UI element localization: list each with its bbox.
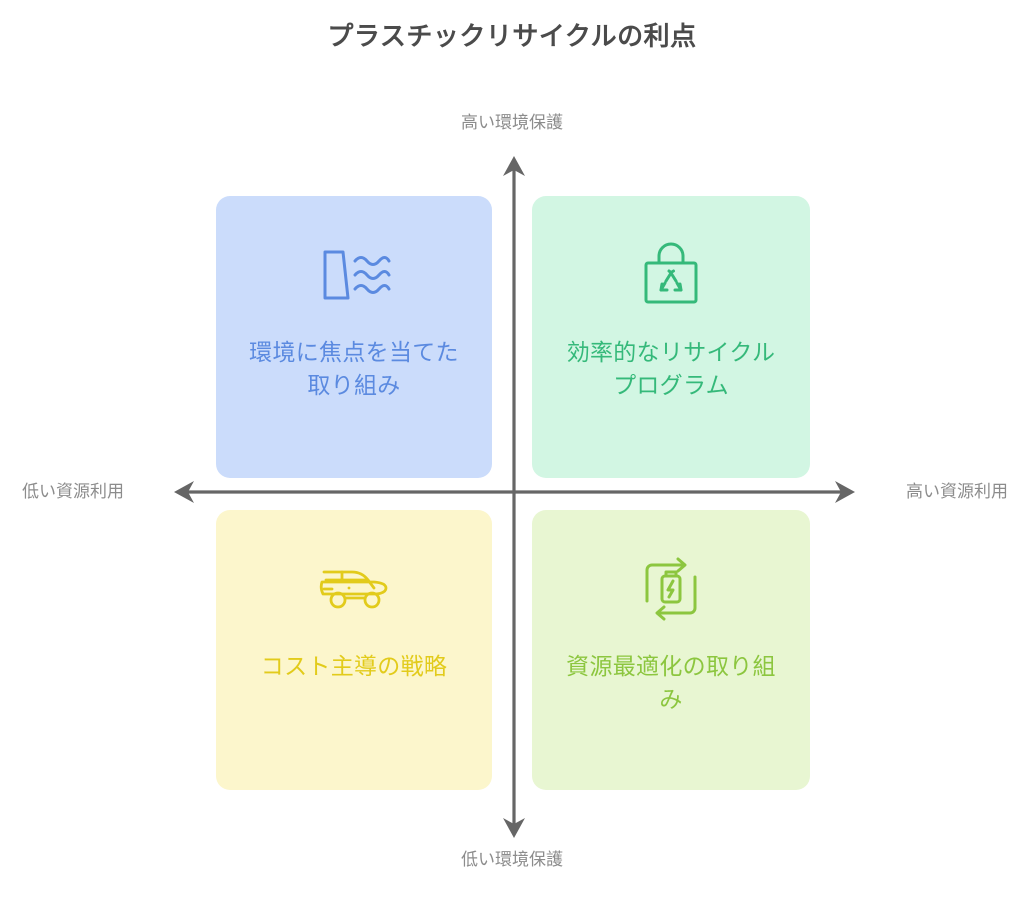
quadrant-card-top-right[interactable]: 効率的なリサイクルプログラム [532,196,810,478]
quadrant-card-top-left[interactable]: 環境に焦点を当てた取り組み [216,196,492,478]
axis-arrow-down-icon [503,818,525,838]
quadrant-label-top-left: 環境に焦点を当てた取り組み [249,339,459,399]
axis-label-top: 高い環境保護 [461,113,563,132]
quadrant-label-top-right: 効率的なリサイクルプログラム [566,339,776,399]
axis-arrow-up-icon [503,156,525,176]
axis-arrow-left-icon [174,481,194,503]
battery-recycle-icon [633,554,709,624]
quadrant-card-bottom-right[interactable]: 資源最適化の取り組み [532,510,810,790]
axis-label-left: 低い資源利用 [22,482,124,501]
quadrant-label-bottom-right: 資源最適化の取り組み [566,653,776,713]
recycle-bag-icon [633,240,709,310]
quadrant-label-bottom-left: コスト主導の戦略 [260,653,448,679]
quadrant-card-bottom-left[interactable]: コスト主導の戦略 [216,510,492,790]
dam-water-icon [316,240,392,310]
car-icon [316,554,392,624]
axis-label-bottom: 低い環境保護 [461,850,563,869]
page-title: プラスチックリサイクルの利点 [327,21,697,51]
axis-label-right: 高い資源利用 [906,482,1008,501]
axis-arrow-right-icon [835,481,855,503]
